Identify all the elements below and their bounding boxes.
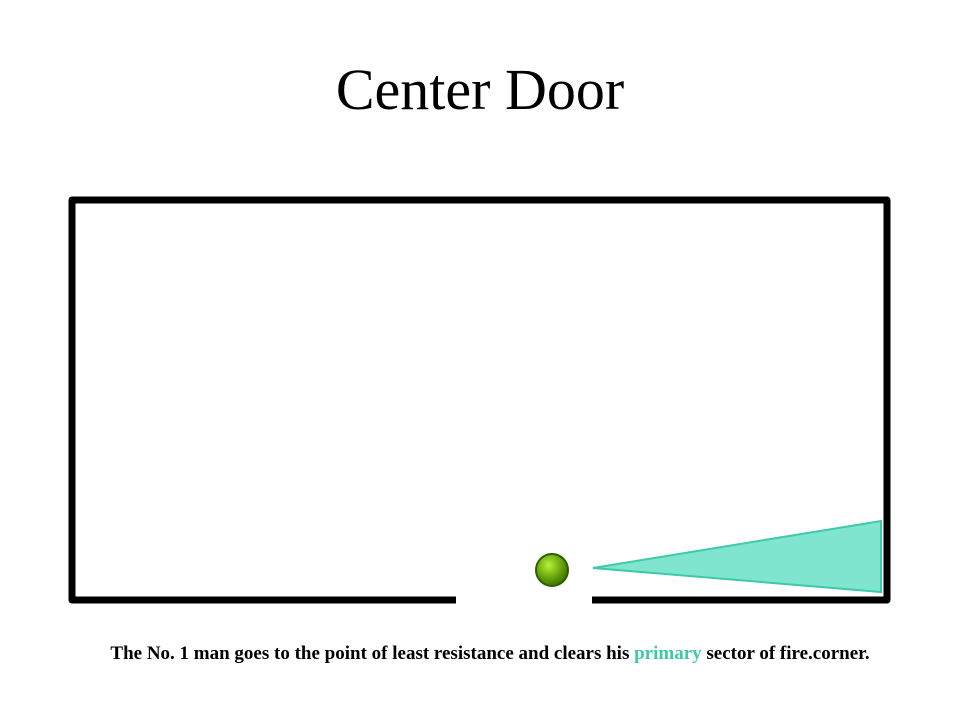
caption-text-after: sector of fire.corner. [701, 643, 870, 664]
caption: The No. 1 man goes to the point of least… [60, 640, 920, 668]
no1-man-marker [535, 553, 569, 587]
page-title: Center Door [335, 57, 625, 122]
caption-highlight-primary: primary [634, 643, 702, 664]
sector-of-fire-wedge [592, 519, 882, 594]
room-wall-left-top-right [68, 196, 891, 604]
caption-text-before: The No. 1 man goes to the point of least… [110, 643, 635, 664]
